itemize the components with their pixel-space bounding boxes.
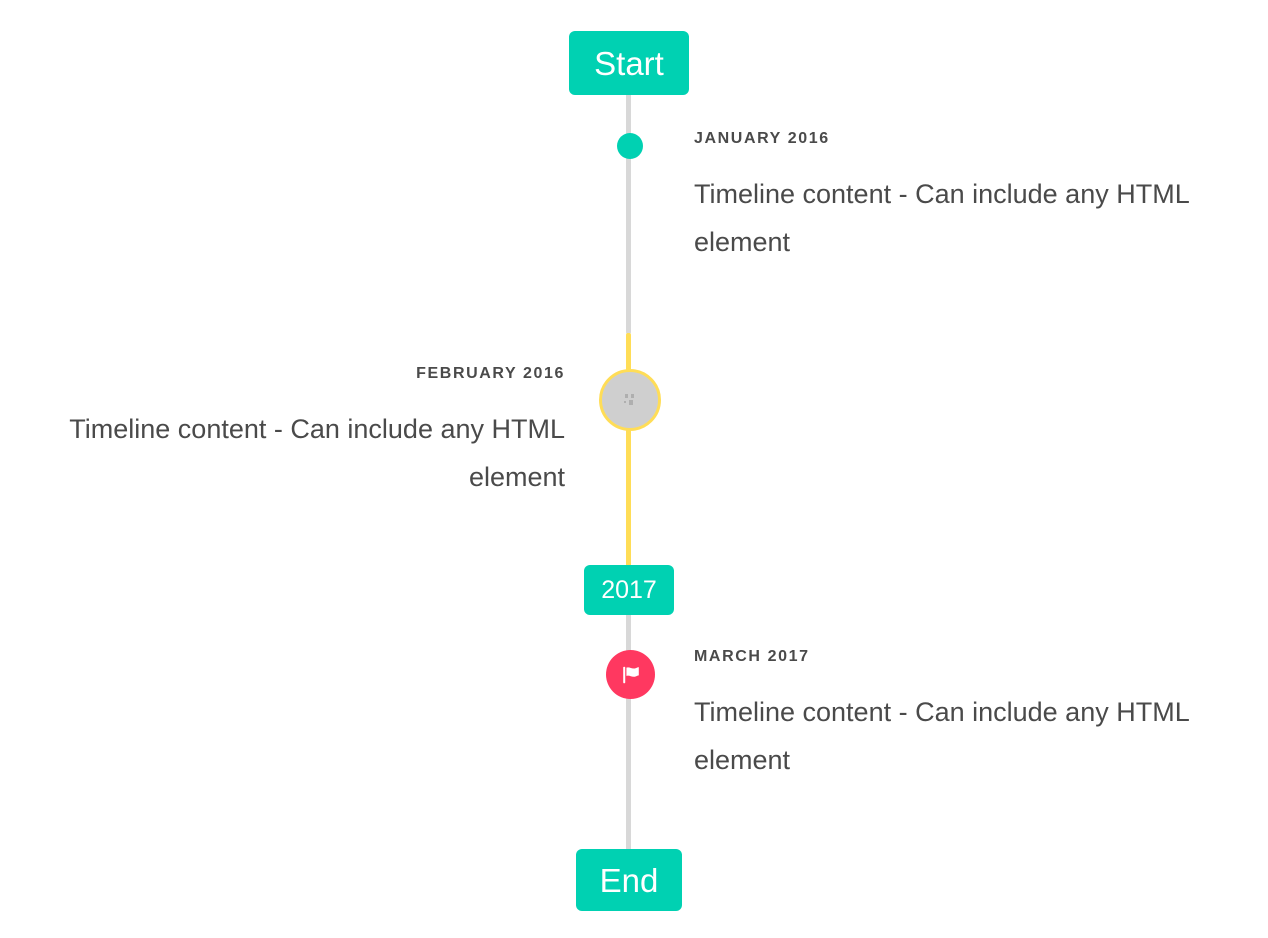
timeline-entry-heading: JANUARY 2016: [694, 130, 830, 147]
timeline-year-divider[interactable]: 2017: [584, 565, 674, 615]
timeline-entry-body: Timeline content - Can include any HTML …: [694, 178, 1189, 257]
timeline-year-label: 2017: [601, 575, 657, 604]
timeline-rail-upper: [626, 92, 631, 334]
timeline-entry-february-2016: FEBRUARY 2016 Timeline content - Can inc…: [40, 365, 565, 501]
timeline-end-badge[interactable]: End: [576, 849, 682, 911]
timeline-marker-image[interactable]: [599, 369, 661, 431]
timeline-entry-january-2016: JANUARY 2016 Timeline content - Can incl…: [694, 130, 1218, 266]
timeline-start-label: Start: [594, 44, 664, 82]
timeline-start-badge[interactable]: Start: [569, 31, 689, 95]
timeline-entry-march-2017: MARCH 2017 Timeline content - Can includ…: [694, 648, 1218, 784]
timeline-rail-lower: [626, 610, 631, 860]
timeline-end-label: End: [599, 861, 659, 899]
flag-icon: [622, 666, 639, 683]
timeline-entry-body: Timeline content - Can include any HTML …: [69, 413, 565, 492]
timeline-entry-heading: FEBRUARY 2016: [416, 365, 565, 382]
timeline-rail-highlight: [626, 333, 631, 568]
timeline-entry-body: Timeline content - Can include any HTML …: [694, 696, 1189, 775]
timeline-marker-dot[interactable]: [617, 133, 643, 159]
timeline-entry-heading: MARCH 2017: [694, 648, 810, 665]
timeline-marker-flag[interactable]: [606, 650, 655, 699]
broken-image-icon: [624, 394, 634, 405]
